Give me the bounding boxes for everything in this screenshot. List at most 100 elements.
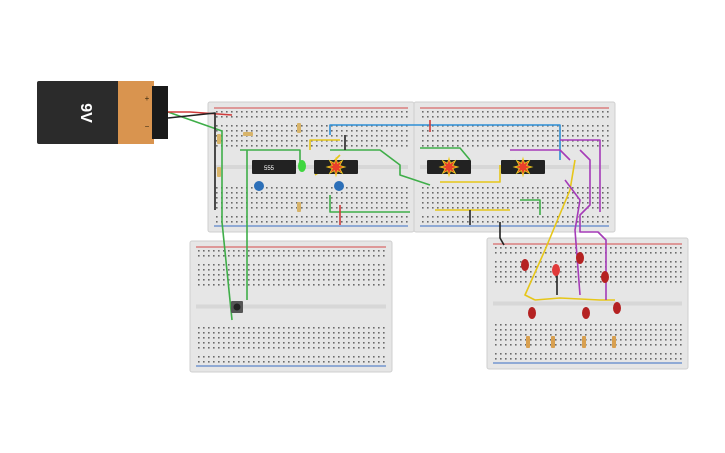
breadboard-hole[interactable]	[336, 116, 338, 118]
breadboard-hole[interactable]	[567, 192, 569, 194]
breadboard-hole[interactable]	[600, 271, 602, 273]
breadboard-hole[interactable]	[630, 339, 632, 341]
breadboard-hole[interactable]	[241, 116, 243, 118]
breadboard-hole[interactable]	[557, 111, 559, 113]
breadboard-hole[interactable]	[328, 337, 330, 339]
breadboard-hole[interactable]	[328, 269, 330, 271]
breadboard-hole[interactable]	[545, 329, 547, 331]
breadboard-hole[interactable]	[281, 202, 283, 204]
breadboard-hole[interactable]	[432, 145, 434, 147]
breadboard-hole[interactable]	[383, 264, 385, 266]
breadboard-hole[interactable]	[231, 130, 233, 132]
breadboard-hole[interactable]	[238, 337, 240, 339]
breadboard-hole[interactable]	[602, 145, 604, 147]
breadboard-hole[interactable]	[527, 140, 529, 142]
breadboard-hole[interactable]	[635, 261, 637, 263]
breadboard-hole[interactable]	[376, 130, 378, 132]
breadboard-hole[interactable]	[368, 337, 370, 339]
breadboard-hole[interactable]	[278, 264, 280, 266]
breadboard-hole[interactable]	[522, 192, 524, 194]
breadboard-hole[interactable]	[326, 202, 328, 204]
breadboard-hole[interactable]	[582, 216, 584, 218]
breadboard-hole[interactable]	[602, 197, 604, 199]
breadboard-hole[interactable]	[595, 252, 597, 254]
breadboard-hole[interactable]	[313, 356, 315, 358]
breadboard-hole[interactable]	[383, 327, 385, 329]
led-red-icon[interactable]	[552, 264, 560, 276]
breadboard-hole[interactable]	[323, 332, 325, 334]
breadboard-hole[interactable]	[525, 247, 527, 249]
resistor-icon[interactable]	[582, 336, 586, 348]
breadboard-hole[interactable]	[530, 334, 532, 336]
breadboard-hole[interactable]	[545, 324, 547, 326]
breadboard-hole[interactable]	[607, 202, 609, 204]
breadboard-hole[interactable]	[243, 342, 245, 344]
breadboard-hole[interactable]	[241, 130, 243, 132]
breadboard-hole[interactable]	[650, 261, 652, 263]
breadboard-hole[interactable]	[273, 327, 275, 329]
breadboard-hole[interactable]	[550, 281, 552, 283]
breadboard-hole[interactable]	[452, 187, 454, 189]
breadboard-hole[interactable]	[565, 324, 567, 326]
breadboard-hole[interactable]	[198, 284, 200, 286]
resistor-icon[interactable]	[526, 336, 530, 348]
breadboard-hole[interactable]	[213, 361, 215, 363]
breadboard-hole[interactable]	[341, 111, 343, 113]
breadboard-hole[interactable]	[575, 266, 577, 268]
breadboard-hole[interactable]	[303, 356, 305, 358]
breadboard-hole[interactable]	[286, 145, 288, 147]
breadboard-hole[interactable]	[226, 207, 228, 209]
breadboard-hole[interactable]	[386, 135, 388, 137]
breadboard-hole[interactable]	[587, 216, 589, 218]
breadboard-hole[interactable]	[248, 347, 250, 349]
breadboard-hole[interactable]	[572, 216, 574, 218]
breadboard-hole[interactable]	[401, 216, 403, 218]
breadboard-hole[interactable]	[261, 135, 263, 137]
breadboard-hole[interactable]	[291, 192, 293, 194]
breadboard-hole[interactable]	[321, 216, 323, 218]
breadboard-hole[interactable]	[497, 187, 499, 189]
breadboard-hole[interactable]	[223, 361, 225, 363]
breadboard-hole[interactable]	[233, 361, 235, 363]
breadboard-hole[interactable]	[256, 197, 258, 199]
breadboard-hole[interactable]	[427, 116, 429, 118]
breadboard-hole[interactable]	[353, 342, 355, 344]
breadboard-hole[interactable]	[341, 116, 343, 118]
breadboard-hole[interactable]	[500, 276, 502, 278]
led-red-icon[interactable]	[521, 259, 529, 271]
breadboard-hole[interactable]	[281, 192, 283, 194]
breadboard-hole[interactable]	[261, 111, 263, 113]
breadboard-hole[interactable]	[447, 216, 449, 218]
breadboard-hole[interactable]	[497, 216, 499, 218]
breadboard-hole[interactable]	[213, 255, 215, 257]
breadboard-hole[interactable]	[273, 332, 275, 334]
breadboard-hole[interactable]	[500, 353, 502, 355]
breadboard-hole[interactable]	[218, 274, 220, 276]
wire-yellow-3[interactable]	[440, 165, 501, 183]
breadboard-hole[interactable]	[203, 327, 205, 329]
breadboard-hole[interactable]	[381, 116, 383, 118]
breadboard-hole[interactable]	[238, 264, 240, 266]
breadboard-hole[interactable]	[540, 358, 542, 360]
breadboard-hole[interactable]	[620, 353, 622, 355]
breadboard-hole[interactable]	[278, 337, 280, 339]
breadboard-hole[interactable]	[371, 145, 373, 147]
breadboard-hole[interactable]	[615, 276, 617, 278]
breadboard-hole[interactable]	[291, 125, 293, 127]
breadboard-hole[interactable]	[286, 202, 288, 204]
breadboard-hole[interactable]	[570, 271, 572, 273]
breadboard-hole[interactable]	[562, 130, 564, 132]
breadboard-hole[interactable]	[512, 140, 514, 142]
breadboard-hole[interactable]	[655, 358, 657, 360]
breadboard-hole[interactable]	[597, 116, 599, 118]
breadboard-hole[interactable]	[522, 116, 524, 118]
breadboard-hole[interactable]	[233, 356, 235, 358]
breadboard-hole[interactable]	[665, 329, 667, 331]
breadboard-hole[interactable]	[336, 207, 338, 209]
breadboard-hole[interactable]	[238, 255, 240, 257]
breadboard-hole[interactable]	[565, 334, 567, 336]
breadboard-hole[interactable]	[226, 202, 228, 204]
breadboard-hole[interactable]	[462, 145, 464, 147]
breadboard-hole[interactable]	[406, 145, 408, 147]
breadboard-hole[interactable]	[467, 187, 469, 189]
